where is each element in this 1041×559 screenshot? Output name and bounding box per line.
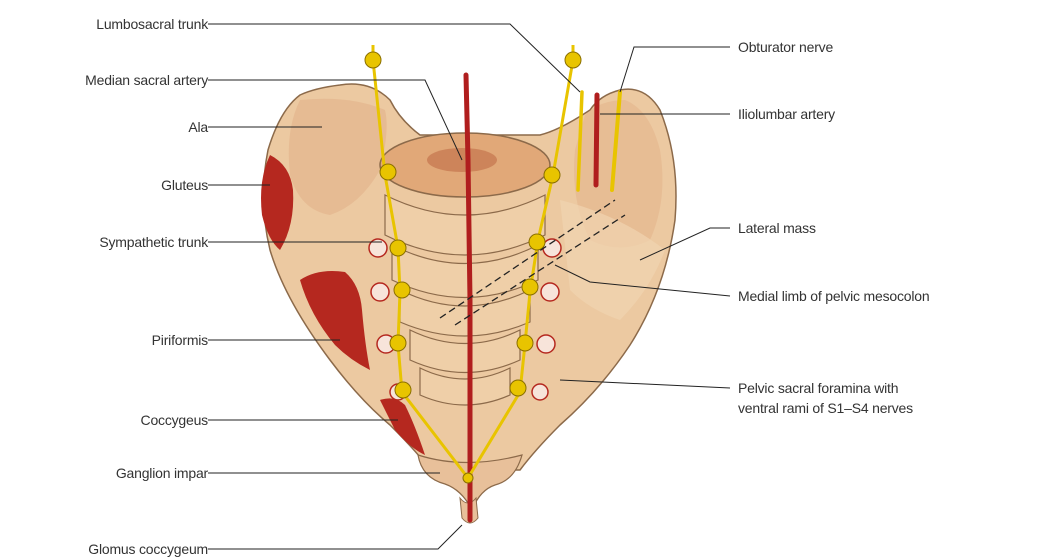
label-lateral-mass: Lateral mass bbox=[738, 220, 816, 236]
label-median-sacral-artery: Median sacral artery bbox=[85, 72, 208, 88]
iliolumbar-artery-vessel bbox=[596, 95, 597, 185]
label-coccygeus: Coccygeus bbox=[141, 412, 208, 428]
label-ventral-rami: ventral rami of S1–S4 nerves bbox=[738, 400, 913, 416]
label-pelvic-sacral-foramina: Pelvic sacral foramina with bbox=[738, 380, 898, 396]
label-iliolumbar-artery: Iliolumbar artery bbox=[738, 106, 835, 122]
label-obturator-nerve: Obturator nerve bbox=[738, 39, 833, 55]
label-sympathetic-trunk: Sympathetic trunk bbox=[99, 234, 208, 250]
label-ala: Ala bbox=[188, 119, 208, 135]
label-gluteus: Gluteus bbox=[161, 177, 208, 193]
label-medial-limb-pelvic-mesocolon: Medial limb of pelvic mesocolon bbox=[738, 288, 929, 304]
label-piriformis: Piriformis bbox=[152, 332, 208, 348]
label-glomus-coccygeum: Glomus coccygeum bbox=[88, 541, 208, 557]
ganglion-impar-node bbox=[463, 473, 473, 483]
label-lumbosacral-trunk: Lumbosacral trunk bbox=[96, 16, 208, 32]
label-ganglion-impar: Ganglion impar bbox=[116, 465, 208, 481]
